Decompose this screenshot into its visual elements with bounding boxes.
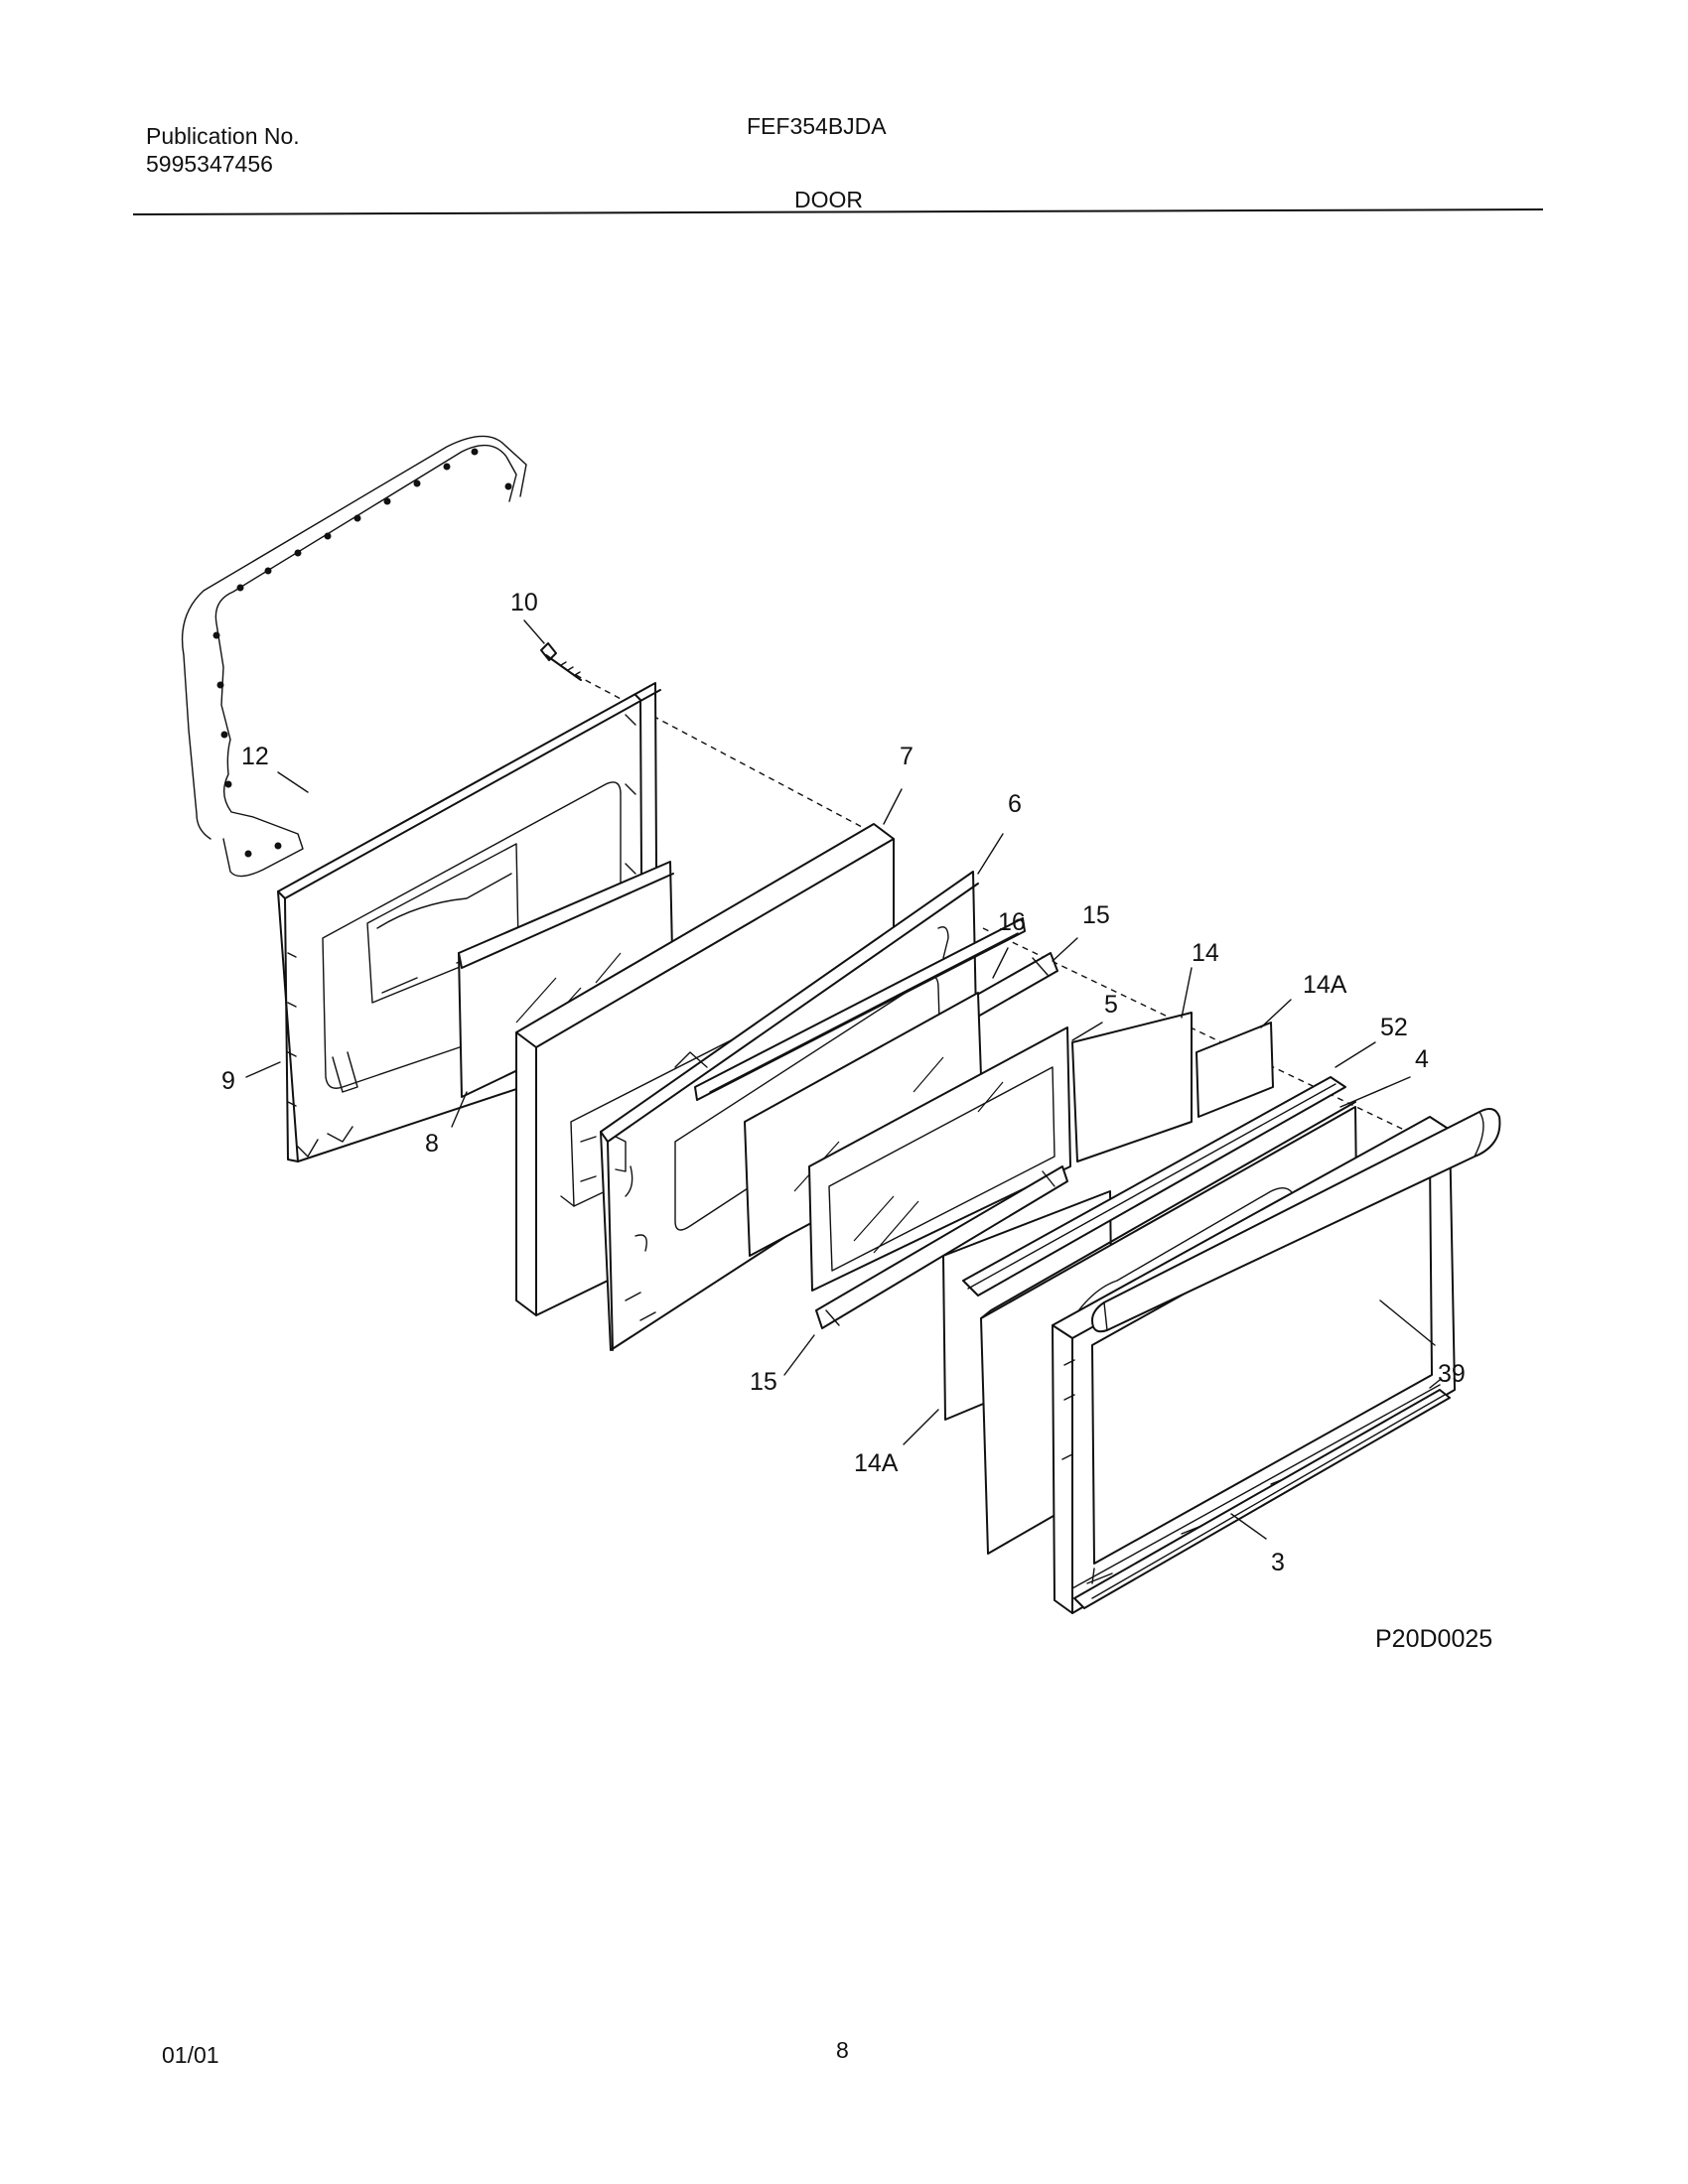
- callout-labels: 10 12 7 6 16 15 14 14A 52 4 5 9 8 15 39 …: [221, 589, 1466, 1576]
- callout-label: 9: [221, 1067, 235, 1095]
- bottom-vent: [1073, 1389, 1451, 1609]
- outer-glass: [808, 1026, 1071, 1292]
- callout-label: 10: [510, 589, 538, 616]
- callout-label: 16: [998, 908, 1026, 936]
- callout-label: 5: [1104, 991, 1118, 1019]
- insulation-shield-upper: [1196, 1022, 1274, 1118]
- callout-label: 12: [241, 743, 269, 770]
- footer-date: 01/01: [162, 2042, 219, 2068]
- model-number: FEF354BJDA: [747, 113, 887, 139]
- screw: [540, 642, 582, 681]
- door-trim: [962, 1076, 1346, 1297]
- callout-label: 39: [1438, 1360, 1466, 1388]
- callout-label: 14: [1192, 939, 1219, 967]
- callout-label: 14A: [854, 1449, 899, 1477]
- callout-label: 15: [750, 1368, 777, 1396]
- section-title: DOOR: [794, 187, 863, 212]
- publication-number: 5995347456: [146, 151, 273, 177]
- door-handle: [1091, 1107, 1501, 1333]
- callout-label: 14A: [1303, 971, 1347, 999]
- callout-label: 15: [1082, 901, 1110, 929]
- heat-shield: [1071, 1012, 1193, 1162]
- callout-label: 4: [1415, 1045, 1429, 1073]
- door-gasket: [181, 435, 527, 878]
- callout-label: 6: [1008, 790, 1022, 818]
- glass-channel: [694, 917, 1026, 1101]
- figure-code: P20D0025: [1375, 1625, 1493, 1653]
- callout-label: 52: [1380, 1014, 1408, 1041]
- callout-label: 3: [1271, 1549, 1285, 1576]
- glass-bracket-lower: [815, 1165, 1068, 1329]
- leader-lines: [245, 619, 1436, 1540]
- page-number: 8: [836, 2037, 849, 2063]
- callout-label: 8: [425, 1130, 439, 1158]
- publication-label: Publication No.: [146, 123, 300, 149]
- callout-label: 7: [900, 743, 914, 770]
